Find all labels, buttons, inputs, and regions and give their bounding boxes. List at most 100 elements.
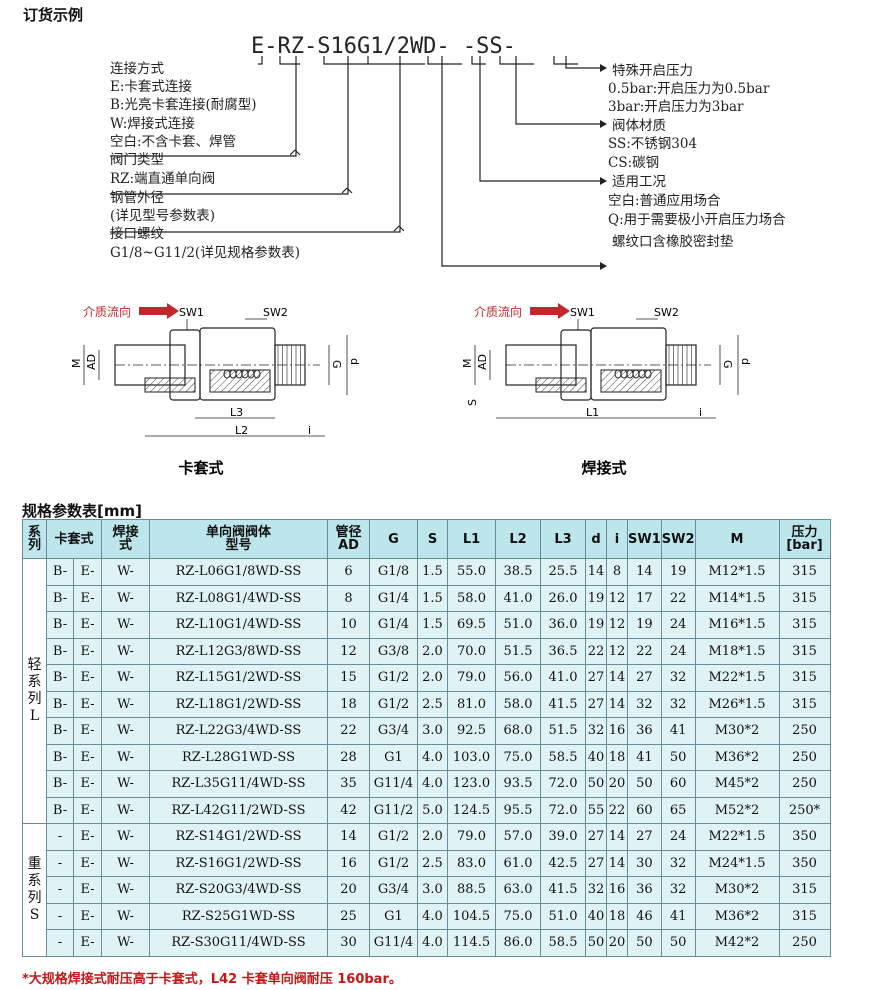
table-cell: 8 xyxy=(606,558,628,586)
dim-i: i xyxy=(699,406,702,419)
table-cell: 69.5 xyxy=(447,611,496,639)
table-cell: M22*1.5 xyxy=(694,664,780,692)
table-cell: 24 xyxy=(660,823,696,851)
table-cell: 14 xyxy=(606,690,628,718)
table-cell: 16 xyxy=(606,717,628,745)
leader-line xyxy=(110,56,297,157)
thread-end xyxy=(665,344,697,386)
table-cell: M26*1.5 xyxy=(694,690,780,718)
table-cell: 25.5 xyxy=(540,558,586,586)
table-cell: E- xyxy=(73,902,102,930)
table-cell: 14 xyxy=(606,823,628,851)
table-cell: RZ-L42G11/2WD-SS xyxy=(149,796,328,824)
table-cell: W- xyxy=(101,611,150,639)
table-cell: 12 xyxy=(606,611,628,639)
table-cell: 8 xyxy=(327,584,370,612)
right-label: 3bar:开启压力为3bar xyxy=(608,99,744,115)
dim-ad: AD xyxy=(85,354,98,370)
table-cell: 12 xyxy=(327,637,370,665)
table-cell: RZ-L18G1/2WD-SS xyxy=(149,690,328,718)
col-pressure: 压力[bar] xyxy=(778,519,831,559)
table-cell: G11/4 xyxy=(369,770,418,798)
leader-line xyxy=(323,56,368,65)
table-cell: 32 xyxy=(660,664,696,692)
section-hatch xyxy=(144,377,196,393)
col-i: i xyxy=(606,519,628,559)
table-cell: 60 xyxy=(660,770,696,798)
col-g: G xyxy=(369,519,418,559)
table-cell: G3/4 xyxy=(369,717,418,745)
table-cell: 40 xyxy=(585,902,607,930)
table-cell: 20 xyxy=(606,929,628,957)
table-cell: M12*1.5 xyxy=(694,558,780,586)
table-cell: B- xyxy=(46,717,74,745)
dim-l2: L2 xyxy=(235,424,248,437)
table-cell: G1 xyxy=(369,902,418,930)
table-cell: M36*2 xyxy=(694,743,780,771)
table-cell: E- xyxy=(73,558,102,586)
leader-line xyxy=(367,56,425,65)
left-label: 接口螺纹 xyxy=(110,225,164,242)
table-cell: G1/2 xyxy=(369,849,418,877)
right-label: 适用工况 xyxy=(612,174,666,190)
left-label: E:卡套式连接 xyxy=(110,78,192,95)
table-cell: G1/2 xyxy=(369,664,418,692)
table-cell: 17 xyxy=(627,584,662,612)
table-cell: 14 xyxy=(606,849,628,877)
col-sw2: SW2 xyxy=(660,519,696,559)
order-code-diagram: E-RZ-S16G1/2WD- -SS- 连接方式E:卡套式连接B:光亮卡套连接… xyxy=(110,34,786,270)
table-cell: W- xyxy=(101,664,150,692)
table-cell: 50 xyxy=(585,770,607,798)
table-cell: 81.0 xyxy=(447,690,496,718)
col-s: S xyxy=(417,519,448,559)
table-cell: 42.5 xyxy=(540,849,586,877)
left-label: G1/8~G11/2(详见规格参数表) xyxy=(110,244,300,261)
footnote: *大规格焊接式耐压高于卡套式，L42 卡套单向阀耐压 160bar。 xyxy=(22,972,402,987)
table-cell: 315 xyxy=(778,902,831,930)
compression-caption: 卡套式 xyxy=(178,459,223,477)
table-cell: W- xyxy=(101,929,150,957)
table-cell: 24 xyxy=(660,611,696,639)
table-cell: 36.5 xyxy=(540,637,586,665)
table-cell: 32 xyxy=(660,849,696,877)
dim-sw2: SW2 xyxy=(654,306,679,319)
dim-ad: AD xyxy=(476,354,489,370)
table-cell: M30*2 xyxy=(694,876,780,904)
table-cell: 123.0 xyxy=(447,770,496,798)
table-cell: 83.0 xyxy=(447,849,496,877)
left-label: RZ:端直通单向阀 xyxy=(110,171,215,187)
table-cell: 315 xyxy=(778,690,831,718)
table-cell: 315 xyxy=(778,611,831,639)
table-cell: B- xyxy=(46,584,74,612)
table-cell: 41.0 xyxy=(495,584,541,612)
table-cell: M30*2 xyxy=(694,717,780,745)
table-cell: B- xyxy=(46,611,74,639)
table-cell: E- xyxy=(73,876,102,904)
table-cell: W- xyxy=(101,558,150,586)
table-cell: E- xyxy=(73,849,102,877)
table-cell: E- xyxy=(73,929,102,957)
table-cell: 30 xyxy=(627,849,662,877)
table-cell: M45*2 xyxy=(694,770,780,798)
table-cell: RZ-L22G3/4WD-SS xyxy=(149,717,328,745)
table-cell: 41 xyxy=(660,902,696,930)
table-cell: 250 xyxy=(778,929,831,957)
leader-line xyxy=(553,56,578,65)
table-cell: 1.5 xyxy=(417,584,448,612)
table-cell: 19 xyxy=(585,611,607,639)
table-cell: 39.0 xyxy=(540,823,586,851)
table-cell: 22 xyxy=(606,796,628,824)
table-cell: B- xyxy=(46,637,74,665)
leader-line xyxy=(258,56,263,65)
arrow-head xyxy=(600,64,607,72)
table-cell: 2.5 xyxy=(417,849,448,877)
table-cell: 3.0 xyxy=(417,876,448,904)
table-cell: 51.0 xyxy=(495,611,541,639)
